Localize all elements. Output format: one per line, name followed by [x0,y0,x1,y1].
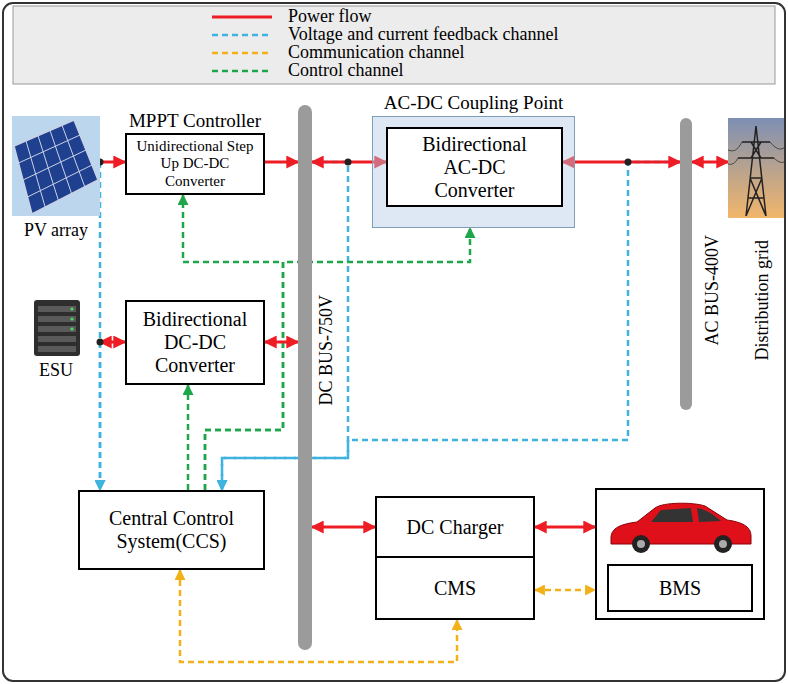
bus-label: DC BUS-750V [316,295,337,406]
node-label: Unidirectional Step Up DC-DC Converter [131,138,259,190]
legend-sample [212,52,272,55]
connector [265,341,298,344]
connector [187,385,190,490]
connector [100,341,125,344]
bus-label: AC BUS-400V [702,235,723,346]
connector [312,526,375,529]
legend-sample [212,34,272,37]
converter-box: MPPT ControllerUnidirectional Step Up DC… [125,133,265,195]
picture-label: ESU [12,360,100,381]
cms-box: CMS [375,556,535,620]
heading-label: MPPT Controller [129,110,261,133]
node-label: BMS [607,564,753,612]
battery-picture [12,298,100,358]
energy-storage: ESU [12,298,100,384]
connector [535,589,595,592]
legend-panel [13,6,775,84]
node-label: Bidirectional DC-DC Converter [134,308,256,377]
connector [265,161,298,164]
legend-label: Power flow [288,6,372,27]
legend-sample [212,70,272,73]
converter-box: Bidirectional AC-DC Converter [386,127,563,207]
connector [100,161,125,164]
legend-label: Voltage and current feedback channel [288,24,559,45]
car-picture [605,494,755,556]
grid-picture [728,118,784,218]
ac-bus-bar: AC BUS-400V [680,118,692,410]
control-box: Central Control System(CCS) [78,490,265,570]
charger-box: DC Charger [375,496,535,558]
legend-label: Communication channel [288,42,464,63]
outer-frame [3,3,785,681]
connector [99,342,102,490]
spacer [595,488,765,620]
legend-sample [212,16,272,19]
connector [563,161,680,164]
pv-array: PV array [12,116,100,242]
heading-label: AC-DC Coupling Point [384,92,563,115]
distribution-grid: Distribution grid [728,118,784,408]
coupling-region: AC-DC Coupling PointBidirectional AC-DC … [372,116,575,228]
junction-dot [97,339,104,346]
junction-dot [625,159,632,166]
picture-label: Distribution grid [752,240,773,361]
node-label: DC Charger [407,516,504,539]
connector [535,526,595,529]
picture-label: PV array [12,220,100,241]
legend-label: Control channel [288,60,403,81]
vehicle-box: BMS [595,488,765,620]
connector [692,161,728,164]
dc-bus-bar: DC BUS-750V [298,105,312,650]
pv-array-picture [12,116,100,216]
node-label: CMS [434,577,476,600]
converter-box: Bidirectional DC-DC Converter [125,300,265,385]
node-label: Central Control System(CCS) [86,507,258,553]
junction-dot [345,159,352,166]
node-label: Bidirectional AC-DC Converter [410,133,540,202]
